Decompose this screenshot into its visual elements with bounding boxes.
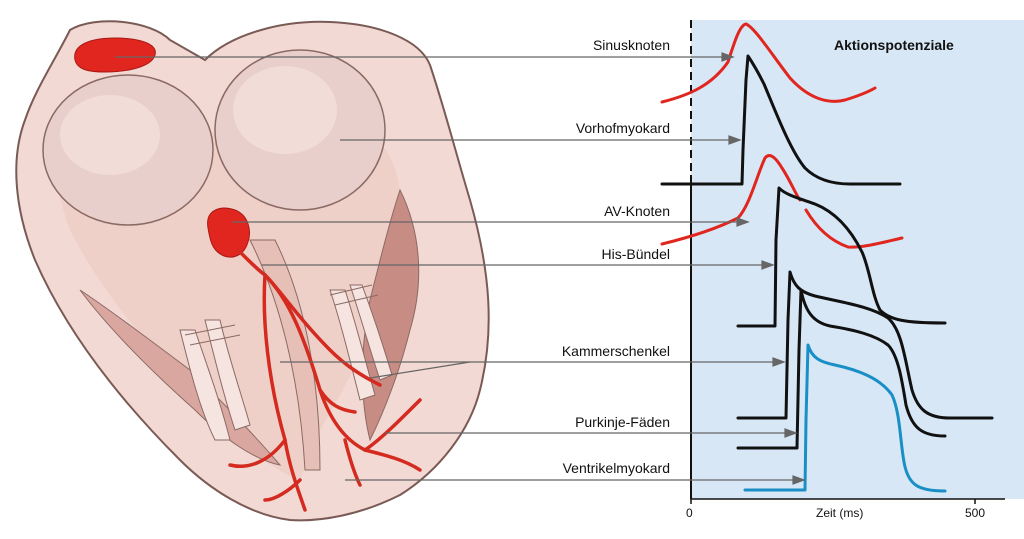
atrium-sphere-left-highlight xyxy=(60,95,160,175)
ap-curve-sinusknoten xyxy=(660,22,877,104)
label-sinusknoten: Sinusknoten xyxy=(593,37,670,53)
sinus-node xyxy=(74,37,156,73)
his-purkinje-fibers xyxy=(228,248,422,512)
label-vorhofmyokard: Vorhofmyokard xyxy=(576,120,670,136)
leader-kammerschenkel-branch xyxy=(369,361,471,379)
ap-curve-vorhofmyokard xyxy=(660,54,902,186)
leader-arrow-av-knoten xyxy=(736,217,750,227)
valve-leaflets-right xyxy=(329,284,393,401)
heart-illustration xyxy=(15,20,490,522)
label-kammerschenkel: Kammerschenkel xyxy=(562,343,670,359)
x-tick-label-500: 500 xyxy=(965,506,985,520)
leader-arrow-kammerschenkel xyxy=(772,357,786,367)
ap-curve-ventrikelmyokard xyxy=(743,343,947,493)
leader-arrow-ventrikelmyokard xyxy=(792,475,806,485)
ap-curve-av-knoten xyxy=(660,154,904,249)
structure-labels: Sinusknoten Vorhofmyokard AV-Knoten His-… xyxy=(562,37,670,476)
leader-arrow-vorhofmyokard xyxy=(728,135,742,145)
x-axis-label: Zeit (ms) xyxy=(816,506,863,520)
x-tick-label-0: 0 xyxy=(686,506,693,520)
leader-lines xyxy=(115,52,806,485)
leader-arrow-purkinje xyxy=(784,428,798,438)
label-his-buendel: His-Bündel xyxy=(602,246,670,262)
label-purkinje: Purkinje-Fäden xyxy=(575,414,670,430)
ap-curves xyxy=(660,22,994,493)
label-ventrikelmyokard: Ventrikelmyokard xyxy=(563,460,670,476)
ventricle-left-chamber xyxy=(79,289,282,466)
av-node xyxy=(207,207,250,258)
action-potential-panel xyxy=(691,20,1024,499)
septum xyxy=(249,239,321,471)
ap-curve-kammerschenkel xyxy=(736,270,994,420)
valve-leaflets-left xyxy=(179,319,251,441)
leader-arrow-his-buendel xyxy=(761,260,775,270)
leader-arrow-sinusknoten xyxy=(721,52,735,62)
ap-curve-his-buendel xyxy=(736,186,947,328)
atrium-sphere-right-highlight xyxy=(233,66,337,154)
chart-title: Aktionspotenziale xyxy=(834,37,954,53)
label-av-knoten: AV-Knoten xyxy=(604,203,670,219)
ap-curve-purkinje xyxy=(736,288,947,450)
